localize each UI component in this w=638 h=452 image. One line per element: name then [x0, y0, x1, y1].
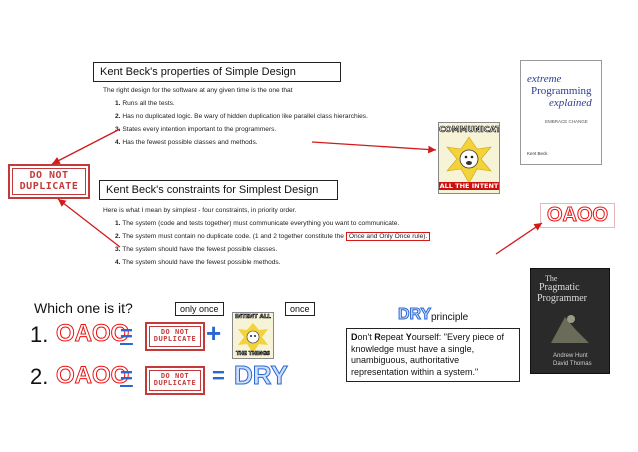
- properties-title-box: Kent Beck's properties of Simple Design: [93, 62, 341, 82]
- constraints-text: Here is what I mean by simplest - four c…: [103, 204, 503, 296]
- dry-quote-part1: on't: [357, 332, 375, 342]
- xp-book-author: Kent Beck: [527, 151, 548, 156]
- row1-meme-top-text: INTENT ALL: [235, 314, 271, 321]
- row1-plus: +: [206, 318, 222, 348]
- do-not-duplicate-stamp: DO NOT DUPLICATE: [8, 164, 90, 199]
- dry-quote-box: Don't Repeat Yourself: "Every piece of k…: [346, 328, 520, 382]
- constraints-item: 1. The system (code and tests together) …: [115, 220, 400, 227]
- row2-do-not-duplicate-stamp: DO NOT DUPLICATE: [145, 366, 205, 395]
- arrow-intent-to-meme: [311, 141, 437, 154]
- dry-word: DRY: [397, 306, 432, 324]
- prag-book-line2: Pragmatic: [539, 282, 580, 293]
- row1-meme-bottom-text: THE THINGS: [235, 351, 271, 358]
- once-tag: once: [285, 302, 315, 316]
- xp-explained-book-cover: extreme Programming explained EMBRACE CH…: [520, 60, 602, 165]
- communicate-meme-image: COMMUNICATE ALL THE INTENT: [438, 122, 500, 194]
- constraints-item: 2. The system must contain no duplicate …: [115, 230, 503, 243]
- dry-quote-part2: epeat: [380, 332, 406, 342]
- prag-book-figure-icon: [551, 315, 589, 343]
- row1-stamp-line2: DUPLICATE: [153, 335, 197, 344]
- row2-rhs-equals: =: [212, 363, 225, 388]
- row1-do-not-duplicate-stamp: DO NOT DUPLICATE: [145, 322, 205, 351]
- properties-text: The right design for the software at any…: [103, 84, 433, 174]
- xp-book-subtitle: EMBRACE CHANGE: [545, 119, 588, 124]
- row2-stamp-line1: DO NOT: [160, 372, 190, 380]
- row2-equals: =: [120, 363, 133, 388]
- question-text: Which one is it?: [34, 300, 133, 316]
- stamp-line2: DUPLICATE: [19, 180, 79, 192]
- prag-book-line1: The: [545, 274, 558, 283]
- pragmatic-programmer-book-cover: The Pragmatic Programmer Andrew Hunt Dav…: [530, 268, 610, 374]
- row2-dry: DRY: [234, 360, 289, 391]
- properties-item: 4. Has the fewest possible classes and m…: [115, 139, 258, 146]
- xp-book-line1: extreme: [527, 73, 562, 85]
- properties-intro: The right design for the software at any…: [103, 87, 293, 94]
- prag-book-line3: Programmer: [537, 293, 587, 304]
- properties-item: 1. Runs all the tests.: [115, 100, 175, 107]
- prag-book-author1: Andrew Hunt: [553, 353, 588, 359]
- once-and-only-once-highlight: Once and Only Once rule).: [345, 232, 431, 241]
- oaoo-label: OAOO: [540, 203, 616, 228]
- arrow-properties-to-stamp: [51, 128, 121, 165]
- properties-title: Kent Beck's properties of Simple Design: [100, 66, 296, 78]
- stamp-line1: DO NOT: [29, 170, 69, 181]
- xp-book-line3: explained: [549, 97, 592, 109]
- dry-principle-label: principle: [431, 312, 469, 323]
- dry-quote-y: Y: [405, 332, 412, 342]
- properties-item: 2. Has no duplicated logic. Be wary of h…: [115, 113, 368, 120]
- row1-oaoo: OAOO: [55, 320, 130, 348]
- row1-meme-image: INTENT ALL THE THINGS: [232, 312, 274, 359]
- row1-stamp-line1: DO NOT: [160, 328, 190, 336]
- row2-number: 2.: [30, 364, 49, 389]
- row1-equals: =: [120, 321, 133, 346]
- constraints-title-box: Kent Beck's constraints for Simplest Des…: [99, 180, 338, 200]
- row2-oaoo: OAOO: [55, 362, 130, 390]
- dry-quote-d: D: [351, 332, 358, 342]
- xp-book-line2: Programming: [531, 85, 592, 97]
- meme-figure-icon: [446, 136, 492, 184]
- dry-quote-part3: ourself: "Every piece of knowledge must …: [351, 332, 505, 377]
- only-once-tag: only once: [175, 302, 224, 316]
- row2-stamp-line2: DUPLICATE: [153, 379, 197, 388]
- meme-bottom-text: ALL THE INTENT: [439, 182, 499, 190]
- constraints-title: Kent Beck's constraints for Simplest Des…: [106, 184, 319, 196]
- prag-book-author2: David Thomas: [553, 361, 592, 367]
- row1-number: 1.: [30, 322, 49, 347]
- dry-quote-r: R: [374, 332, 381, 342]
- meme-top-text: COMMUNICATE: [439, 125, 500, 135]
- constraints-item: 4. The system should have the fewest pos…: [115, 259, 281, 266]
- constraints-intro: Here is what I mean by simplest - four c…: [103, 207, 297, 214]
- arrow-constraints-to-stamp: [57, 198, 121, 248]
- arrow-oaoo-to-label: [495, 222, 543, 255]
- constraints-item: 3. The system should have the fewest pos…: [115, 246, 278, 253]
- row1-meme-figure-icon: [238, 323, 268, 353]
